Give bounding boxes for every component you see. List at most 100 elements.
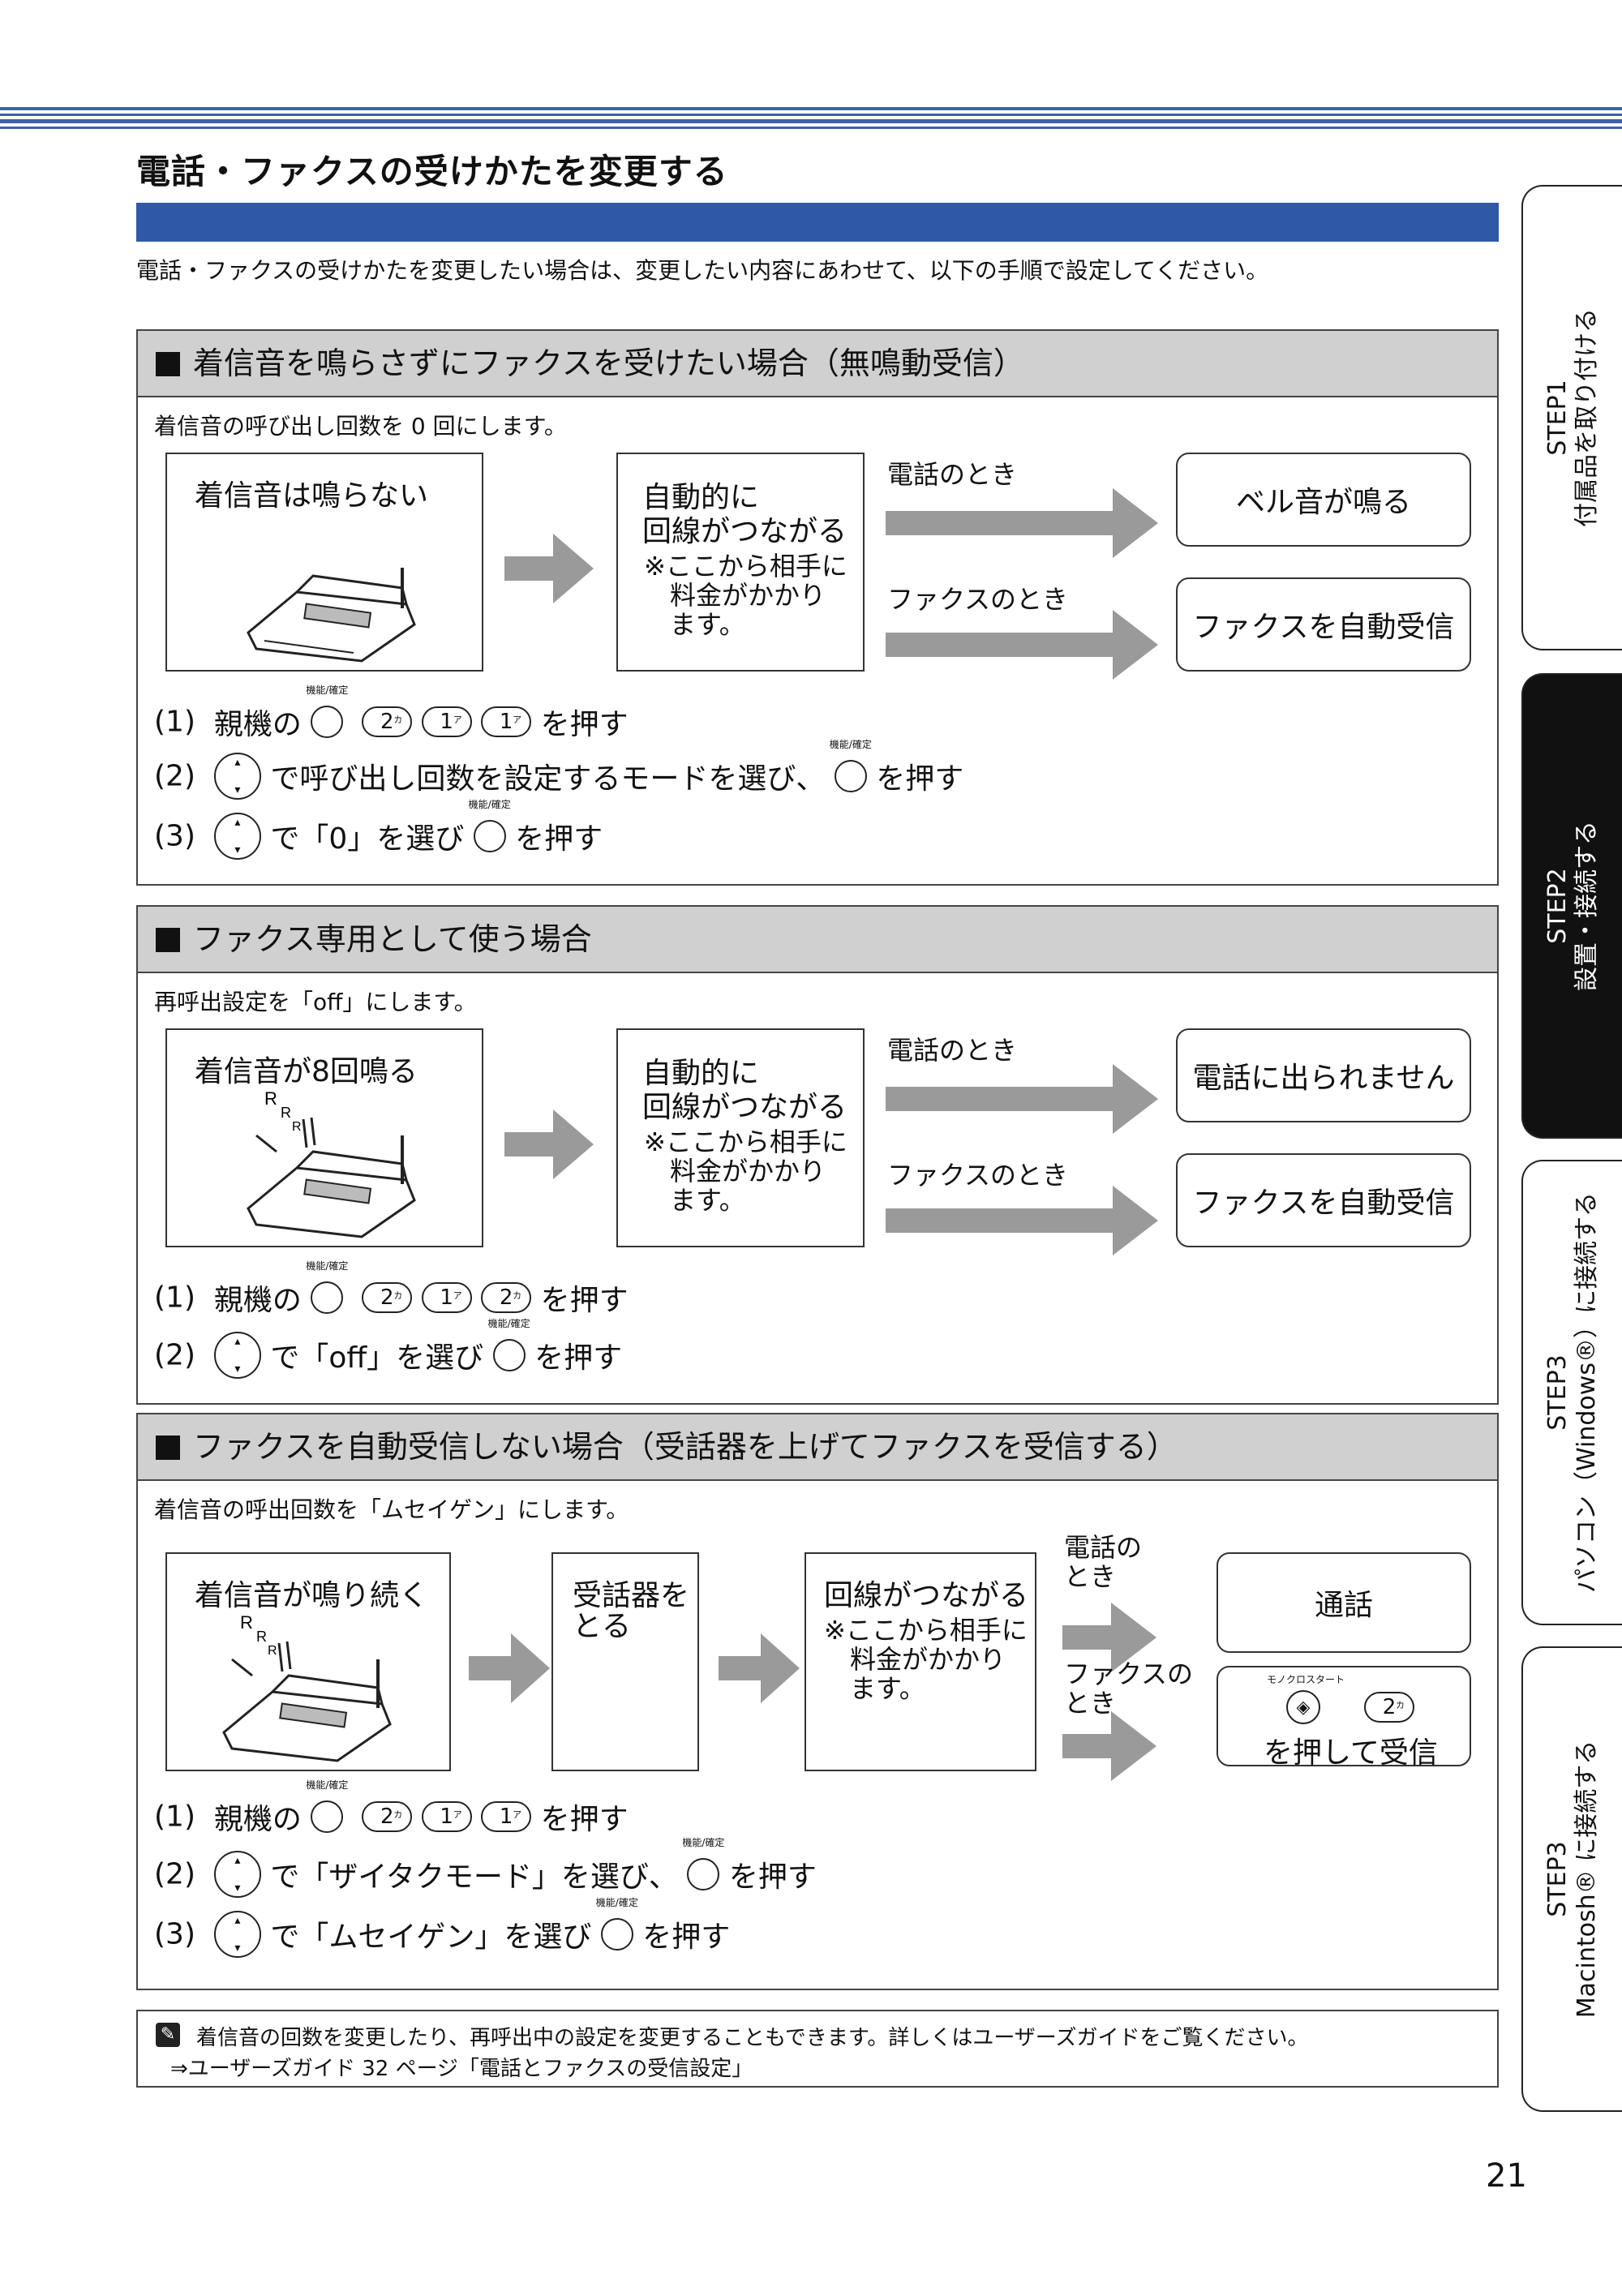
square-bullet-icon — [156, 352, 180, 376]
phone-result-box: 電話に出られません — [1176, 1028, 1471, 1122]
phone-case-label: 電話のとき — [1064, 1532, 1143, 1592]
arrow-right-icon — [504, 534, 594, 603]
svg-text:R: R — [264, 1088, 277, 1109]
ring-box-title: 着信音が8回鳴る — [195, 1055, 418, 1088]
svg-text:R: R — [240, 1612, 253, 1633]
svg-text:R: R — [281, 1105, 291, 1121]
section-silent-receive: 着信音を鳴らさずにファクスを受けたい場合（無鳴動受信） 着信音の呼び出し回数を … — [136, 329, 1499, 886]
section-subtext: 着信音の呼び出し回数を 0 回にします。 — [154, 413, 567, 440]
dpad-icon — [213, 753, 261, 800]
arrow-right-icon — [886, 1186, 1158, 1255]
function-ok-key: 機能/確定 — [596, 1897, 638, 1951]
call-result-box: 通話 — [1216, 1552, 1471, 1653]
ringing-fax-illustration: R R R — [222, 1612, 392, 1762]
function-ok-key: 機能/確定 — [830, 739, 872, 792]
arrow-right-icon — [719, 1633, 800, 1703]
step-2: (2) で呼び出し回数を設定するモードを選び、 機能/確定 を押す — [154, 739, 963, 800]
step-3: (3) で「ムセイゲン」を選び 機能/確定 を押す — [154, 1897, 730, 1958]
dpad-icon — [213, 1911, 261, 1958]
ring-box-title: 着信音は鳴らない — [195, 479, 429, 513]
phone-case-label: 電話のとき — [887, 459, 1018, 490]
ring-box-title: 着信音が鳴り続く — [195, 1579, 429, 1612]
fax-case-label: ファクスのとき — [887, 1160, 1069, 1191]
section-subtext: 再呼出設定を「off」にします。 — [154, 989, 477, 1015]
note-line-1: 着信音の回数を変更したり、再呼出中の設定を変更することもできます。詳しくはユーザ… — [196, 2026, 1309, 2050]
section-manual-receive: ファクスを自動受信しない場合（受話器を上げてファクスを受信する） 着信音の呼出回… — [136, 1413, 1499, 1990]
function-ok-key: 機能/確定 — [682, 1837, 724, 1890]
page-title: 電話・ファクスの受けかたを変更する — [136, 152, 728, 191]
top-rule — [0, 114, 1622, 116]
function-ok-key: 機能/確定 — [306, 1779, 348, 1833]
ring-box: 着信音が8回鳴る R R R — [165, 1028, 483, 1247]
press-to-receive-text: を押して受信 — [1264, 1736, 1438, 1770]
arrow-right-icon — [469, 1633, 550, 1703]
arrow-right-icon — [504, 1109, 594, 1179]
dpad-icon — [213, 1851, 261, 1898]
section-heading: ファクスを自動受信しない場合（受話器を上げてファクスを受信する） — [138, 1414, 1497, 1481]
step-3: (3) で「0」を選び 機能/確定 を押す — [154, 799, 603, 860]
mono-start-label: モノクロスタート — [1267, 1674, 1345, 1685]
svg-text:R: R — [268, 1644, 277, 1658]
ring-box: 着信音が鳴り続く R R R — [165, 1552, 451, 1771]
top-rule — [0, 107, 1622, 110]
mono-start-button-icon: ◈ — [1286, 1690, 1320, 1724]
fax-result-box: ファクスを自動受信 — [1176, 1153, 1471, 1247]
fax-case-label: ファクスのとき — [887, 584, 1069, 615]
square-bullet-icon — [156, 1436, 180, 1460]
fax-case-label: ファクスのとき — [1064, 1659, 1194, 1719]
intro-text: 電話・ファクスの受けかたを変更したい場合は、変更したい内容にあわせて、以下の手順… — [136, 257, 1269, 284]
ring-box: 着信音は鳴らない — [165, 453, 483, 672]
top-rule — [0, 119, 1622, 123]
auto-connect-box: 自動的に 回線がつながる ※ここから相手に 料金がかかり ます。 — [616, 453, 865, 672]
note-line-2: ⇒ユーザーズガイド 32 ページ「電話とファクスの受信設定」 — [170, 2057, 753, 2081]
ringing-fax-illustration: R R R — [247, 1088, 416, 1238]
page-number: 21 — [1486, 2157, 1527, 2195]
memo-icon: ✎ — [156, 2023, 180, 2047]
square-bullet-icon — [156, 928, 180, 952]
function-ok-key: 機能/確定 — [306, 1260, 348, 1314]
svg-text:R: R — [256, 1629, 267, 1645]
section-subtext: 着信音の呼出回数を「ムセイゲン」にします。 — [154, 1496, 629, 1523]
arrow-right-icon — [886, 1064, 1158, 1134]
fax-machine-illustration — [247, 568, 416, 663]
arrow-right-icon — [1062, 1711, 1156, 1781]
function-ok-key: 機能/確定 — [306, 685, 348, 738]
auto-connect-box: 自動的に 回線がつながる ※ここから相手に 料金がかかり ます。 — [616, 1028, 865, 1247]
pickup-handset-box: 受話器を とる — [551, 1552, 699, 1771]
function-ok-key: 機能/確定 — [488, 1318, 530, 1371]
phone-result-box: ベル音が鳴る — [1176, 453, 1471, 547]
arrow-right-icon — [886, 610, 1158, 680]
svg-text:R: R — [292, 1120, 302, 1134]
phone-case-label: 電話のとき — [887, 1035, 1018, 1066]
top-rule — [0, 127, 1622, 129]
section-fax-only: ファクス専用として使う場合 再呼出設定を「off」にします。 着信音が8回鳴る … — [136, 905, 1499, 1405]
note-box: ✎ 着信音の回数を変更したり、再呼出中の設定を変更することもできます。詳しくはユ… — [136, 2010, 1499, 2088]
arrow-right-icon — [886, 488, 1158, 558]
dpad-icon — [213, 1332, 261, 1379]
section-heading: 着信音を鳴らさずにファクスを受けたい場合（無鳴動受信） — [138, 331, 1497, 397]
arrow-right-icon — [1062, 1603, 1156, 1672]
fax-result-box: ファクスを自動受信 — [1176, 577, 1471, 672]
dpad-icon — [213, 813, 261, 860]
title-bar — [136, 203, 1499, 242]
step-2: (2) で「off」を選び 機能/確定 を押す — [154, 1318, 622, 1379]
section-heading: ファクス専用として使う場合 — [138, 907, 1497, 973]
line-connect-box: 回線がつながる ※ここから相手に 料金がかかり ます。 — [805, 1552, 1036, 1771]
